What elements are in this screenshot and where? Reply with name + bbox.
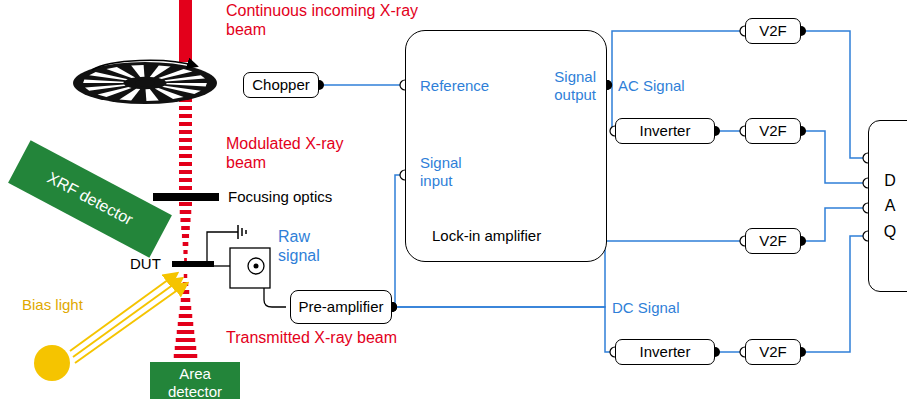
beam-label: Transmitted X-ray beam (226, 328, 446, 347)
signal-connector (607, 31, 745, 85)
beam-dash (183, 242, 189, 246)
process-box: Pre-amplifier (290, 290, 392, 324)
beam-dash (179, 130, 192, 134)
chopper-slot (155, 88, 184, 99)
process-box: V2F (745, 228, 801, 254)
process-box: Chopper (243, 72, 319, 98)
box-label: D A Q (882, 168, 898, 245)
beam-dash (179, 114, 192, 118)
ground-symbol (238, 225, 246, 239)
signal-label: AC Signal (618, 77, 708, 95)
beam-dash (179, 154, 192, 158)
beam-dash (184, 274, 188, 278)
part-label: Focusing optics (228, 188, 378, 206)
beam-dash (182, 234, 189, 238)
beam-dash (178, 322, 194, 326)
focusing-optics (153, 193, 219, 201)
box-label: Pre-amplifier (298, 298, 383, 316)
beam-dash (177, 330, 195, 334)
meter-housing (230, 248, 270, 288)
signal-connector (319, 84, 405, 86)
beam-label: Continuous incoming X-ray beam (226, 1, 426, 39)
beam-dash (179, 146, 192, 150)
process-box: Inverter (615, 339, 715, 365)
chopper-hub (135, 80, 155, 87)
box-label: Inverter (640, 122, 691, 140)
chopper-slot (83, 79, 124, 83)
port-label: Signal output (524, 68, 596, 104)
process-box: D A Q (868, 120, 907, 292)
beam-dash (179, 202, 192, 206)
beam-dash (179, 122, 192, 126)
signal-label: Raw signal (278, 227, 338, 265)
beam-dash (180, 218, 190, 222)
signal-connector (801, 31, 868, 158)
ground-wire (207, 232, 238, 261)
chopper-slots (83, 65, 207, 101)
box-label: V2F (759, 122, 787, 140)
beam-dash (179, 162, 192, 166)
signal-connector (607, 85, 615, 131)
chopper-slot (106, 67, 135, 78)
process-box: Inverter (615, 118, 715, 144)
beam-dash (176, 338, 196, 342)
beam-dash (179, 170, 192, 174)
signal-connector (801, 236, 868, 352)
chopper-slot (146, 89, 159, 101)
continuous-beam (179, 0, 192, 62)
beam-dash (180, 306, 192, 310)
detector-box: XRF detector (8, 140, 172, 257)
part-label: DUT (130, 255, 170, 273)
process-box: V2F (745, 118, 801, 144)
chopper-slot (165, 75, 206, 81)
box-label: XRF detector (44, 168, 136, 229)
chopper-slot (85, 85, 126, 91)
chopper-slot (131, 65, 144, 77)
signal-wire (214, 265, 230, 266)
modulated-beam (174, 66, 198, 358)
bias-light-source (34, 345, 70, 381)
rotation-arrow (92, 60, 196, 70)
source-label: Bias light (22, 296, 92, 314)
box-label: Chopper (252, 76, 310, 94)
beam-dash (179, 186, 192, 190)
raw-signal-wire (264, 288, 286, 307)
beam-dash (179, 314, 193, 318)
box-label: V2F (759, 22, 787, 40)
meter-dot (254, 264, 259, 269)
chopper-slot (166, 83, 207, 87)
detector-box: Area detector (150, 362, 240, 399)
beam-label: Modulated X-ray beam (226, 134, 346, 172)
box-label: V2F (759, 343, 787, 361)
port-label: Signal input (420, 154, 490, 190)
beam-dash (183, 250, 187, 254)
process-box: V2F (745, 18, 801, 44)
box-label: V2F (759, 232, 787, 250)
box-label: Area detector (155, 365, 235, 399)
box-label: Inverter (640, 343, 691, 361)
port-label: Reference (420, 77, 520, 95)
device-under-test (172, 261, 214, 267)
signal-connector (801, 131, 868, 183)
light-ray (75, 284, 186, 363)
beam-dash (181, 226, 190, 230)
instrument-box: ReferenceSignal input Signal outputLock-i… (405, 30, 607, 262)
beam-dash (179, 138, 192, 142)
light-ray (73, 279, 181, 357)
beam-dash (182, 290, 190, 294)
process-box: V2F (745, 339, 801, 365)
beam-dash (174, 354, 198, 358)
beam-dash (175, 346, 197, 350)
light-ray (70, 274, 176, 351)
box-title: Lock-in amplifier (432, 227, 592, 245)
signal-label: DC Signal (612, 299, 702, 317)
beam-dash (181, 298, 191, 302)
beam-dash (179, 178, 192, 182)
beam-dash (180, 210, 192, 214)
signal-connector (392, 175, 405, 307)
signal-connector (392, 307, 615, 352)
meter-symbol (248, 258, 264, 274)
beam-dash (179, 106, 192, 110)
